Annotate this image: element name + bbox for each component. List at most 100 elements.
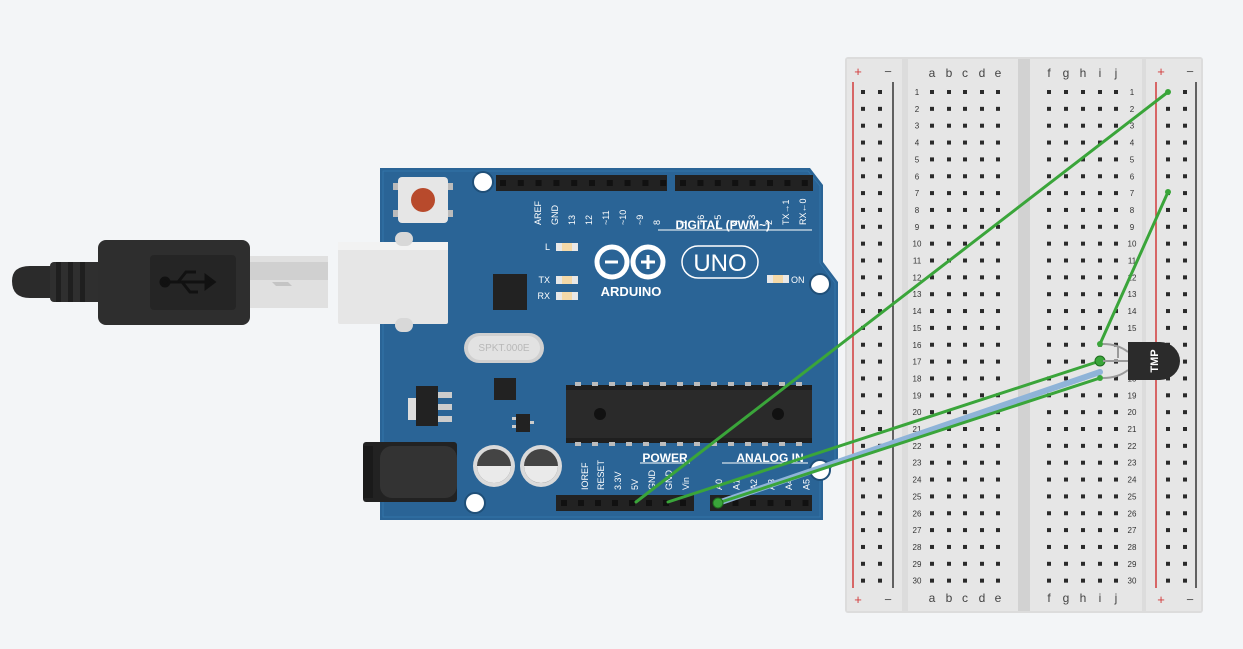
breadboard-hole[interactable] — [980, 477, 984, 482]
breadboard-hole[interactable] — [963, 511, 967, 516]
breadboard-hole[interactable] — [1114, 544, 1118, 549]
rail-hole[interactable] — [878, 511, 882, 516]
breadboard-hole[interactable] — [930, 561, 934, 566]
rail-hole[interactable] — [1166, 106, 1170, 111]
rail-hole[interactable] — [861, 241, 865, 246]
breadboard-hole[interactable] — [947, 191, 951, 196]
breadboard-hole[interactable] — [996, 544, 1000, 549]
breadboard-hole[interactable] — [1081, 191, 1085, 196]
breadboard-hole[interactable] — [930, 410, 934, 415]
breadboard-hole[interactable] — [1098, 511, 1102, 516]
breadboard-hole[interactable] — [1047, 90, 1051, 94]
breadboard-hole[interactable] — [1064, 258, 1068, 263]
rail-hole[interactable] — [878, 561, 882, 566]
digital-pin[interactable] — [624, 180, 631, 186]
rail-hole[interactable] — [861, 460, 865, 465]
breadboard-hole[interactable] — [947, 325, 951, 330]
rail-hole[interactable] — [1183, 106, 1187, 111]
rail-hole[interactable] — [1183, 544, 1187, 549]
breadboard-hole[interactable] — [947, 393, 951, 398]
breadboard-hole[interactable] — [980, 106, 984, 111]
rail-hole[interactable] — [861, 342, 865, 347]
breadboard-hole[interactable] — [1114, 528, 1118, 533]
rail-hole[interactable] — [878, 90, 882, 94]
breadboard-hole[interactable] — [1081, 359, 1085, 364]
breadboard-hole[interactable] — [1098, 191, 1102, 196]
rail-hole[interactable] — [1166, 224, 1170, 229]
breadboard-hole[interactable] — [1047, 544, 1051, 549]
rail-hole[interactable] — [1166, 410, 1170, 415]
rail-hole[interactable] — [1183, 376, 1187, 381]
breadboard-hole[interactable] — [930, 309, 934, 314]
breadboard-hole[interactable] — [996, 157, 1000, 162]
rail-hole[interactable] — [878, 325, 882, 330]
breadboard-hole[interactable] — [1064, 342, 1068, 347]
breadboard-hole[interactable] — [947, 460, 951, 465]
breadboard-hole[interactable] — [1064, 292, 1068, 297]
rail-hole[interactable] — [878, 309, 882, 314]
rail-hole[interactable] — [878, 224, 882, 229]
rail-hole[interactable] — [861, 157, 865, 162]
breadboard-hole[interactable] — [996, 174, 1000, 179]
rail-hole[interactable] — [1166, 528, 1170, 533]
breadboard-hole[interactable] — [1064, 544, 1068, 549]
analog-pin[interactable] — [732, 500, 739, 506]
rail-hole[interactable] — [1183, 511, 1187, 516]
breadboard-hole[interactable] — [947, 224, 951, 229]
breadboard-hole[interactable] — [963, 325, 967, 330]
breadboard-hole[interactable] — [1064, 528, 1068, 533]
rail-hole[interactable] — [1183, 561, 1187, 566]
digital-pin[interactable] — [767, 180, 773, 186]
breadboard-hole[interactable] — [1047, 528, 1051, 533]
breadboard-hole[interactable] — [1081, 123, 1085, 128]
breadboard-hole[interactable] — [947, 342, 951, 347]
digital-pin[interactable] — [553, 180, 560, 186]
breadboard-hole[interactable] — [930, 443, 934, 448]
rail-hole[interactable] — [861, 106, 865, 111]
breadboard-hole[interactable] — [996, 511, 1000, 516]
breadboard-hole[interactable] — [980, 342, 984, 347]
breadboard-hole[interactable] — [1064, 207, 1068, 212]
rail-hole[interactable] — [1183, 174, 1187, 179]
breadboard-hole[interactable] — [947, 309, 951, 314]
breadboard-hole[interactable] — [996, 376, 1000, 381]
breadboard-hole[interactable] — [1064, 511, 1068, 516]
analog-pin[interactable] — [750, 500, 756, 506]
breadboard-hole[interactable] — [963, 494, 967, 499]
breadboard-hole[interactable] — [996, 106, 1000, 111]
breadboard-hole[interactable] — [980, 544, 984, 549]
breadboard-hole[interactable] — [996, 578, 1000, 583]
breadboard-hole[interactable] — [980, 174, 984, 179]
digital-pin[interactable] — [749, 180, 756, 186]
rail-hole[interactable] — [861, 207, 865, 212]
breadboard-hole[interactable] — [1114, 376, 1118, 381]
breadboard-hole[interactable] — [1081, 224, 1085, 229]
rail-hole[interactable] — [1166, 241, 1170, 246]
rail-hole[interactable] — [1166, 443, 1170, 448]
analog-pin[interactable] — [767, 500, 774, 506]
rail-hole[interactable] — [1166, 157, 1170, 162]
rail-hole[interactable] — [861, 443, 865, 448]
analog-pin[interactable] — [785, 500, 791, 506]
breadboard-hole[interactable] — [980, 427, 984, 431]
breadboard-hole[interactable] — [1064, 443, 1068, 448]
rail-hole[interactable] — [878, 174, 882, 179]
breadboard-hole[interactable] — [1081, 393, 1085, 398]
rail-hole[interactable] — [1166, 544, 1170, 549]
breadboard-hole[interactable] — [1081, 544, 1085, 549]
breadboard-hole[interactable] — [980, 241, 984, 246]
breadboard-hole[interactable] — [930, 292, 934, 297]
breadboard-hole[interactable] — [947, 140, 951, 145]
rail-hole[interactable] — [1183, 157, 1187, 162]
rail-hole[interactable] — [1183, 292, 1187, 297]
breadboard-hole[interactable] — [1114, 157, 1118, 162]
breadboard-hole[interactable] — [1047, 427, 1051, 431]
rail-hole[interactable] — [878, 106, 882, 111]
breadboard-hole[interactable] — [980, 157, 984, 162]
rail-hole[interactable] — [861, 191, 865, 196]
rail-hole[interactable] — [878, 275, 882, 280]
breadboard-hole[interactable] — [1081, 342, 1085, 347]
digital-pin[interactable] — [697, 180, 704, 186]
breadboard-hole[interactable] — [1114, 174, 1118, 179]
